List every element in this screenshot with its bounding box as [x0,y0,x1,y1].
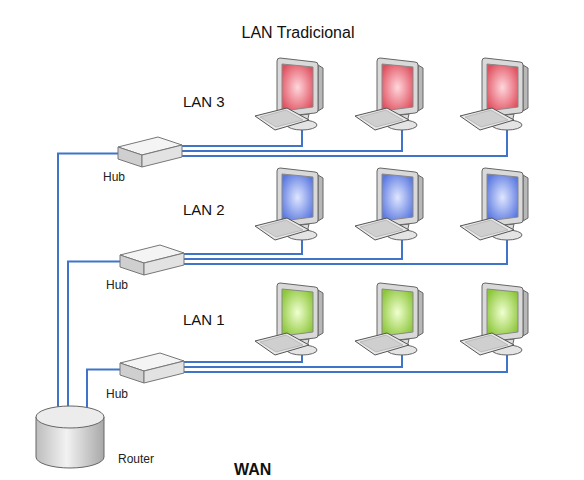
hub-shape [120,353,184,383]
lan-label: LAN 1 [183,311,225,328]
hub-shape [118,137,182,167]
hub-box: Hub [118,137,182,167]
router-shape [35,405,105,470]
lan-cable [184,237,402,259]
computer-icon [355,168,423,240]
lan-cable [182,127,302,146]
computer-icon [255,58,323,130]
computer-icon [460,168,528,240]
diagram-title: LAN Tradicional [6,24,584,42]
computer-icon [255,283,323,355]
network-label: WAN [234,461,271,479]
lan-cable [184,352,302,362]
hub-box: Hub [120,245,184,275]
computer-icon [255,168,323,240]
lan-label: LAN 2 [183,201,225,218]
router-cylinder: Router [35,405,105,470]
computer-icon [355,58,423,130]
lan-cable [182,127,507,156]
lan-label: LAN 3 [183,93,225,110]
hub-box: Hub [120,353,184,383]
hub-label: Hub [103,170,125,184]
lan-cable [184,352,507,372]
hub-wires [182,127,507,372]
computer-icon [355,283,423,355]
router-label: Router [118,452,154,466]
hub-shape [120,245,184,275]
lan-cable [184,237,507,264]
hub-label: Hub [106,387,128,401]
computer-icon [460,283,528,355]
computer-icon [460,58,528,130]
lan-cable [182,127,402,151]
lan-cable [184,237,302,254]
hub-label: Hub [106,278,128,292]
